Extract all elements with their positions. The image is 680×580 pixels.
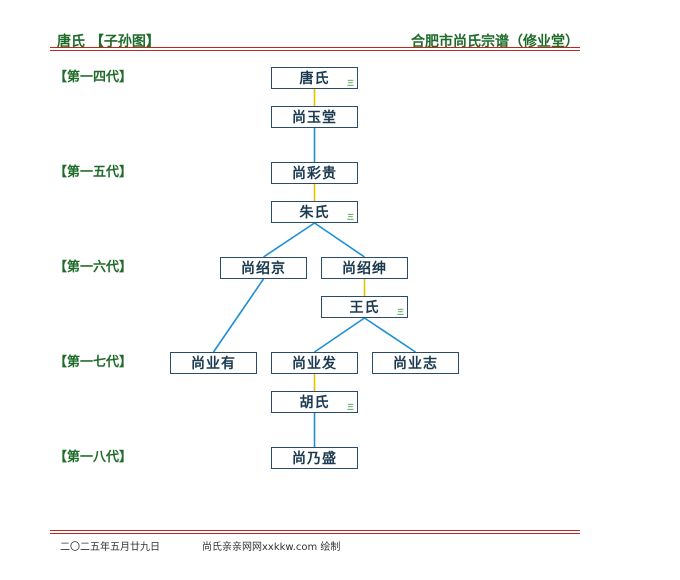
spouse-mark-icon: 三 <box>347 79 355 87</box>
node-yutang[interactable]: 尚玉堂 <box>271 106 358 128</box>
header-rule-top <box>50 47 580 48</box>
generation-label-16: 【第一六代】 <box>54 260 133 275</box>
node-label: 唐氏 <box>299 71 330 87</box>
node-label: 尚绍京 <box>241 261 286 277</box>
child-link-shaojing-yeyou <box>212 278 265 353</box>
header-left-title: 唐氏 【子孙图】 <box>57 34 160 50</box>
node-label: 尚业发 <box>292 356 337 372</box>
generation-label-14: 【第一四代】 <box>54 70 133 85</box>
generation-label-18: 【第一八代】 <box>54 450 133 465</box>
node-label: 胡氏 <box>299 395 330 411</box>
node-label: 尚乃盛 <box>292 451 337 467</box>
node-wang[interactable]: 王氏 三 <box>321 296 408 318</box>
header-rule-bottom <box>50 50 580 51</box>
node-label: 王氏 <box>349 300 380 316</box>
footer-rule-top <box>50 530 580 531</box>
node-label: 尚玉堂 <box>292 110 337 126</box>
node-zhu[interactable]: 朱氏 三 <box>271 201 358 223</box>
node-tang[interactable]: 唐氏 三 <box>271 67 358 89</box>
footer-date: 二〇二五年五月廿九日 <box>60 542 160 553</box>
node-yefa[interactable]: 尚业发 <box>271 352 358 374</box>
node-label: 尚绍绅 <box>342 261 387 277</box>
child-link-zhu-shaojing <box>263 222 315 258</box>
spouse-mark-icon: 三 <box>397 308 405 316</box>
header-right-title: 合肥市尚氏宗谱（修业堂） <box>411 34 579 50</box>
generation-label-17: 【第一七代】 <box>54 355 133 370</box>
node-naisheng[interactable]: 尚乃盛 <box>271 447 358 469</box>
node-shaojing[interactable]: 尚绍京 <box>220 257 307 279</box>
node-label: 尚业有 <box>191 356 236 372</box>
node-label: 朱氏 <box>299 205 330 221</box>
node-label: 尚彩贵 <box>292 166 337 182</box>
spouse-mark-icon: 三 <box>347 403 355 411</box>
node-yeyou[interactable]: 尚业有 <box>170 352 257 374</box>
spouse-mark-icon: 三 <box>347 213 355 221</box>
node-label: 尚业志 <box>393 356 438 372</box>
child-link-wang-yezhi <box>364 317 416 353</box>
node-caigui[interactable]: 尚彩贵 <box>271 162 358 184</box>
node-shaoshen[interactable]: 尚绍绅 <box>321 257 408 279</box>
footer-rule-bottom <box>50 533 580 534</box>
node-yezhi[interactable]: 尚业志 <box>372 352 459 374</box>
child-link-zhu-shaoshen <box>314 222 365 258</box>
child-link-wang-yefa <box>314 317 365 353</box>
footer-credit: 尚氏亲亲网网xxkkw.com 绘制 <box>202 542 341 553</box>
generation-label-15: 【第一五代】 <box>54 165 133 180</box>
node-hu[interactable]: 胡氏 三 <box>271 391 358 413</box>
